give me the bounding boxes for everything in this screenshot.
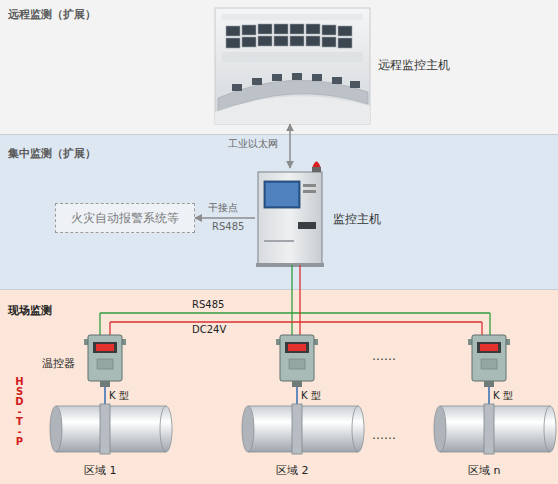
node-text: 现场监测 (8, 304, 52, 317)
node-text: 远程监测（扩展） (8, 8, 96, 21)
signal-name: DC24V (192, 324, 226, 336)
band: 远程监测（扩展） 远程监控主机 (0, 0, 558, 135)
edge-label: 干接点 (208, 202, 238, 214)
node-text: 远程监控主机 (378, 58, 450, 72)
ellipsis: …… (372, 349, 396, 363)
part-name: 温控器 (42, 357, 75, 370)
product-code: HSD-T-P (13, 376, 25, 446)
sensor-type: K 型 (301, 390, 321, 402)
signal-name: RS485 (212, 221, 244, 233)
ellipsis: …… (372, 428, 396, 442)
connector-arrow (289, 124, 291, 168)
sensor-type: K 型 (109, 390, 129, 402)
zone-name: 区域 n (468, 464, 500, 477)
remote-host: 远程监控主机 (213, 6, 463, 124)
zone-name: 区域 1 (84, 464, 117, 477)
node-text: 监控主机 (333, 212, 381, 226)
node-text: 集中监测（扩展） (8, 147, 96, 160)
edge-label: 工业以太网 (228, 138, 278, 150)
node-text: 火灾自动报警系统等 (56, 211, 194, 225)
zone-name: 区域 2 (276, 464, 309, 477)
band: 现场监测 (0, 290, 558, 484)
monitoring-host: 监控主机 (255, 168, 380, 268)
band: 集中监测（扩展） 火灾自动报警系统等 监控主机 (0, 135, 558, 290)
signal-name: RS485 (192, 299, 224, 311)
connector-arrow (195, 217, 255, 219)
sensor-type: K 型 (493, 390, 513, 402)
external-system-box: 火灾自动报警系统等 (55, 203, 195, 233)
